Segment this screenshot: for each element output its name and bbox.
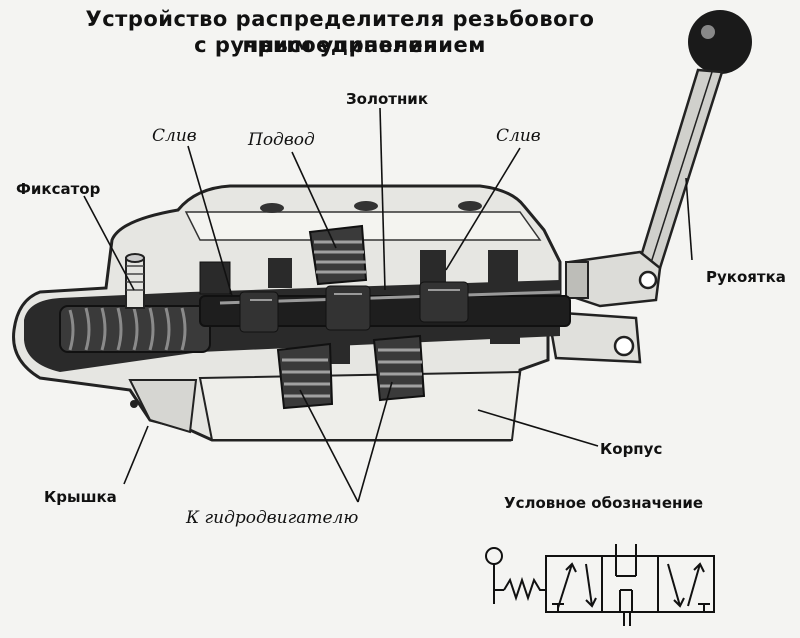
supply-port — [308, 224, 368, 286]
symbol-label: Условное обозначение — [504, 494, 704, 512]
handle-assembly — [546, 10, 752, 364]
spool-label: Золотник — [346, 90, 429, 108]
title-line-1: Устройство распределителя резьбового при… — [85, 7, 595, 57]
latch-label: Фиксатор — [16, 180, 101, 198]
body-label: Корпус — [600, 440, 663, 458]
cover-label: Крышка — [44, 488, 117, 506]
valve-schematic-symbol — [485, 544, 715, 626]
motor-port-right — [372, 334, 426, 402]
drain-right-label: Слив — [496, 126, 541, 146]
supply-label: Подвод — [248, 130, 315, 150]
latch-screw — [125, 253, 145, 309]
to-motor-label: К гидродвигателю — [186, 508, 359, 528]
spool — [59, 281, 571, 353]
leader-lines — [83, 107, 693, 503]
motor-port-left — [276, 342, 334, 410]
drain-left-label: Слив — [152, 126, 197, 146]
title-line-2: с ручным управлением — [194, 33, 486, 57]
handle-label: Рукоятка — [706, 268, 786, 286]
